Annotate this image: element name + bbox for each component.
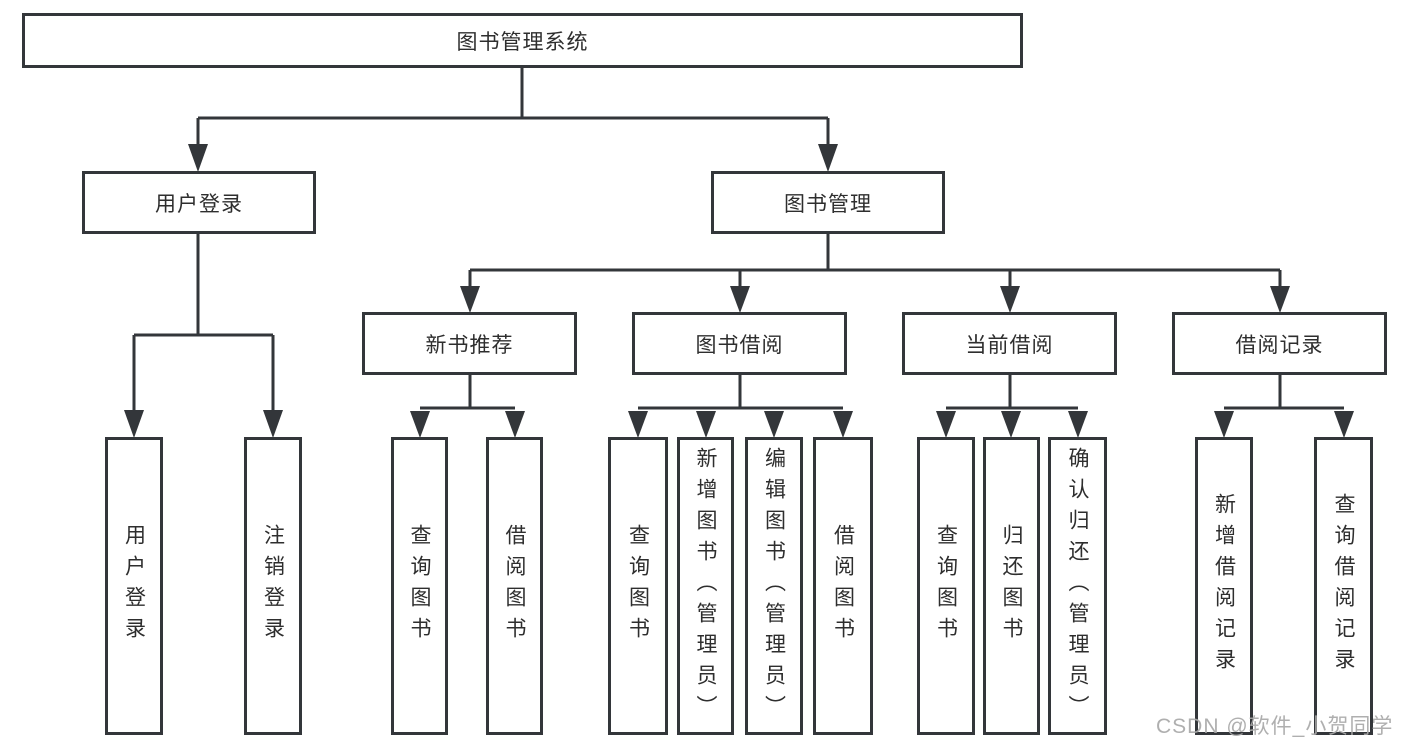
node-branch-book-management-label: 图书管理 — [784, 192, 872, 216]
leaf-borrowing-add-books-admin: 新增图书（管理员） — [677, 437, 734, 735]
leaf-current-return-books: 归还图书 — [983, 437, 1040, 735]
leaf-borrowing-query-books: 查询图书 — [608, 437, 668, 735]
leaf-logout: 注销登录 — [244, 437, 302, 735]
leaf-records-add-record: 新增借阅记录 — [1195, 437, 1253, 735]
node-branch-book-management: 图书管理 — [711, 171, 945, 234]
leaf-newbooks-query-books: 查询图书 — [391, 437, 448, 735]
leaf-records-query-record-label: 查询借阅记录 — [1332, 493, 1355, 679]
leaf-newbooks-borrow-books: 借阅图书 — [486, 437, 543, 735]
leaf-borrowing-borrow-books: 借阅图书 — [813, 437, 873, 735]
leaf-borrowing-borrow-books-label: 借阅图书 — [831, 524, 855, 648]
node-new-book-recommend-label: 新书推荐 — [425, 333, 514, 357]
leaf-borrowing-query-books-label: 查询图书 — [626, 524, 650, 648]
csdn-watermark: CSDN @软件_小贺同学 — [1156, 715, 1394, 738]
node-borrowing-records-label: 借阅记录 — [1235, 333, 1324, 357]
leaf-newbooks-query-books-label: 查询图书 — [408, 524, 431, 648]
node-branch-user-login-label: 用户登录 — [155, 192, 243, 216]
leaf-records-add-record-label: 新增借阅记录 — [1212, 493, 1236, 679]
leaf-current-return-books-label: 归还图书 — [1000, 524, 1023, 648]
leaf-records-query-record: 查询借阅记录 — [1314, 437, 1373, 735]
node-system-root-label: 图书管理系统 — [456, 30, 589, 54]
leaf-current-confirm-return-admin-label: 确认归还（管理员） — [1066, 446, 1089, 726]
leaf-borrowing-edit-books-admin-label: 编辑图书（管理员） — [762, 446, 786, 726]
leaf-user-login-label: 用户登录 — [122, 524, 146, 648]
leaf-current-query-books: 查询图书 — [917, 437, 975, 735]
leaf-borrowing-edit-books-admin: 编辑图书（管理员） — [745, 437, 803, 735]
leaf-borrowing-add-books-admin-label: 新增图书（管理员） — [694, 446, 717, 726]
leaf-current-query-books-label: 查询图书 — [934, 524, 958, 648]
node-system-root: 图书管理系统 — [22, 13, 1023, 68]
leaf-newbooks-borrow-books-label: 借阅图书 — [503, 524, 526, 648]
leaf-current-confirm-return-admin: 确认归还（管理员） — [1048, 437, 1107, 735]
node-borrowing-records: 借阅记录 — [1172, 312, 1387, 375]
node-book-borrowing-label: 图书借阅 — [695, 333, 784, 357]
node-book-borrowing: 图书借阅 — [632, 312, 847, 375]
node-current-borrowing: 当前借阅 — [902, 312, 1117, 375]
node-new-book-recommend: 新书推荐 — [362, 312, 577, 375]
node-branch-user-login: 用户登录 — [82, 171, 316, 234]
node-current-borrowing-label: 当前借阅 — [965, 333, 1054, 357]
leaf-logout-label: 注销登录 — [261, 524, 285, 648]
leaf-user-login: 用户登录 — [105, 437, 163, 735]
arrowheads — [124, 144, 1354, 438]
